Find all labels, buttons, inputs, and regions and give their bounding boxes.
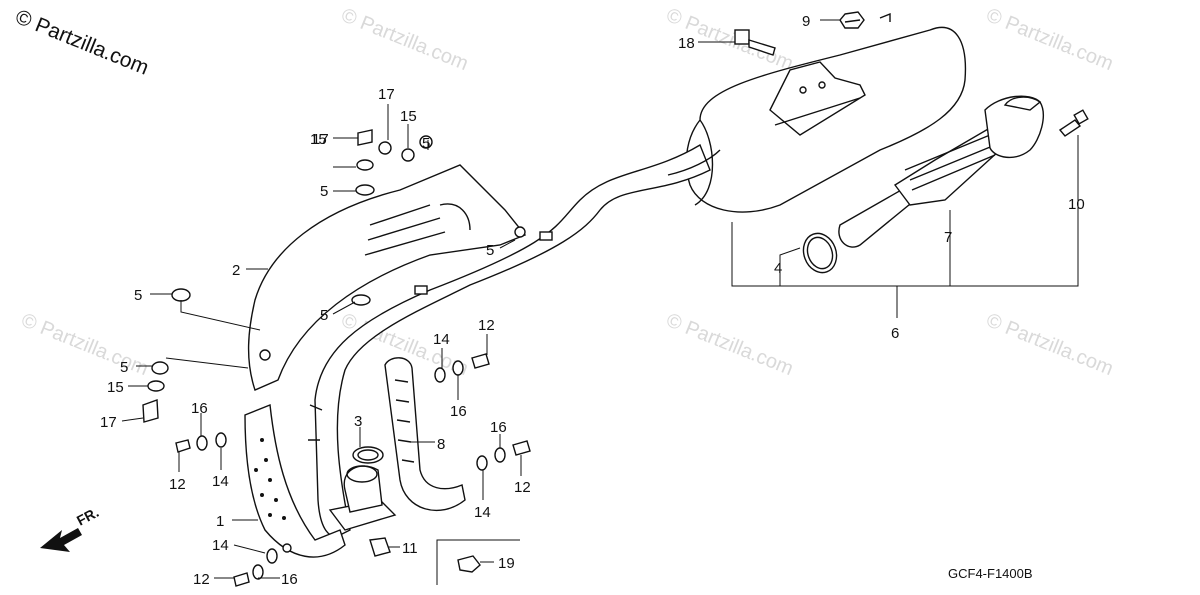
- partzilla-watermark: © Partzilla.com: [12, 5, 152, 79]
- watermark-faint: © Partzilla.com: [338, 4, 471, 75]
- bolt-12-c[interactable]: [512, 440, 531, 456]
- washer-5b[interactable]: [355, 184, 375, 196]
- bolt-12-a[interactable]: [175, 439, 191, 453]
- callout-9[interactable]: 9: [802, 13, 810, 30]
- washer-14-a[interactable]: [215, 432, 227, 448]
- callout-17[interactable]: 17: [312, 131, 329, 148]
- gasket-3[interactable]: [352, 446, 384, 464]
- leader-lines: [121, 19, 1079, 585]
- callout-18[interactable]: 18: [678, 35, 695, 52]
- bolt-12-d[interactable]: [233, 572, 250, 587]
- callout-19[interactable]: 19: [498, 555, 515, 572]
- callout-16[interactable]: 16: [450, 403, 467, 420]
- washer-16-b[interactable]: [452, 360, 464, 376]
- washer-5d[interactable]: [171, 288, 191, 302]
- muffler-body[interactable]: [685, 12, 967, 213]
- callout-5[interactable]: 5: [134, 287, 142, 304]
- callout-1[interactable]: 1: [216, 513, 224, 530]
- washer-5c[interactable]: [351, 294, 371, 306]
- spark-arrester[interactable]: [838, 95, 1044, 248]
- callout-5[interactable]: 5: [486, 242, 494, 259]
- callout-17[interactable]: 17: [100, 414, 117, 431]
- watermark-faint: © Partzilla.com: [18, 309, 151, 380]
- bolt-10[interactable]: [1058, 109, 1089, 137]
- front-direction-arrow: FR.: [40, 504, 101, 552]
- callout-3[interactable]: 3: [354, 413, 362, 430]
- callout-2[interactable]: 2: [232, 262, 240, 279]
- exhaust-flange[interactable]: [328, 465, 397, 531]
- callout-4[interactable]: 4: [774, 260, 782, 277]
- washer-14-d[interactable]: [266, 548, 278, 564]
- gasket-ring[interactable]: [798, 229, 842, 278]
- watermark-faint: © Partzilla.com: [663, 309, 796, 380]
- protector-8[interactable]: [384, 357, 466, 511]
- washer-5[interactable]: [419, 135, 433, 149]
- front-label: FR.: [74, 504, 101, 529]
- callout-14[interactable]: 14: [474, 504, 491, 521]
- washer-16-d[interactable]: [252, 564, 264, 580]
- washer-14-c[interactable]: [476, 455, 488, 471]
- callout-12[interactable]: 12: [193, 571, 210, 588]
- callout-11[interactable]: 11: [402, 540, 418, 557]
- bolt-17-top[interactable]: [357, 129, 373, 146]
- bolt-18[interactable]: [734, 29, 776, 56]
- washer-16-c[interactable]: [494, 447, 506, 463]
- callout-7[interactable]: 7: [944, 229, 952, 246]
- callout-15[interactable]: 15: [107, 379, 124, 396]
- callout-10[interactable]: 10: [1068, 196, 1085, 213]
- callout-5[interactable]: 5: [422, 135, 430, 152]
- callout-12[interactable]: 12: [169, 476, 186, 493]
- washer-15c[interactable]: [147, 380, 165, 392]
- callout-14[interactable]: 14: [433, 331, 450, 348]
- nut-19[interactable]: [457, 555, 481, 573]
- callout-17[interactable]: 17: [378, 86, 395, 103]
- callout-16[interactable]: 16: [281, 571, 298, 588]
- callout-labels: 1 2 3 4 5 5 5 5 5 5 6 7 8 9 10 11 12 12 …: [100, 13, 1085, 588]
- hardware-group: [142, 129, 531, 587]
- callout-15[interactable]: 15: [400, 108, 417, 125]
- callout-8[interactable]: 8: [437, 436, 445, 453]
- washer-5e[interactable]: [151, 361, 169, 375]
- watermark-faint: © Partzilla.com: [983, 309, 1116, 380]
- nut-11[interactable]: [369, 537, 391, 557]
- callout-6[interactable]: 6: [891, 325, 899, 342]
- washer-15b[interactable]: [356, 159, 374, 171]
- washer-16-a[interactable]: [196, 435, 208, 451]
- diagram-code: GCF4-F1400B: [948, 566, 1033, 581]
- callout-16[interactable]: 16: [490, 419, 507, 436]
- washer-15[interactable]: [401, 148, 415, 162]
- callout-5[interactable]: 5: [120, 359, 128, 376]
- bolt-12-b[interactable]: [471, 353, 490, 369]
- callout-14[interactable]: 14: [212, 473, 229, 490]
- callout-12[interactable]: 12: [514, 479, 531, 496]
- washer-14-b[interactable]: [434, 367, 446, 383]
- nut-9[interactable]: [839, 11, 865, 29]
- callout-5[interactable]: 5: [320, 183, 328, 200]
- callout-14[interactable]: 14: [212, 537, 229, 554]
- washer-17[interactable]: [378, 141, 392, 155]
- callout-16[interactable]: 16: [191, 400, 208, 417]
- callout-12[interactable]: 12: [478, 317, 495, 334]
- callout-5[interactable]: 5: [320, 307, 328, 324]
- callout-15[interactable]: 15: [310, 131, 327, 148]
- watermark-faint: © Partzilla.com: [983, 4, 1116, 75]
- bolt-17-left[interactable]: [142, 399, 159, 423]
- exhaust-pipe[interactable]: [308, 143, 721, 537]
- heat-shield-upper[interactable]: [247, 164, 527, 391]
- heat-shield-lower[interactable]: [244, 404, 346, 558]
